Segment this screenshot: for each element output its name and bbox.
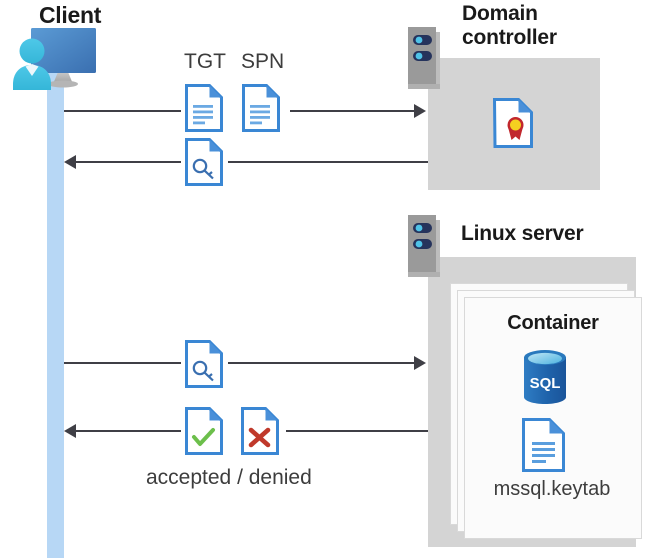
- spn-document-icon: [242, 84, 280, 132]
- flow-1-line-right: [290, 110, 416, 112]
- flow-2-line-right: [228, 161, 428, 163]
- keytab-filename-label: mssql.keytab: [493, 478, 611, 500]
- client-lifeline: [47, 70, 64, 558]
- domain-controller-title-line1: Domain: [462, 2, 538, 25]
- flow-2-arrowhead: [64, 155, 76, 169]
- linux-server-title: Linux server: [461, 222, 584, 245]
- client-computer-user-icon: [8, 26, 104, 90]
- flow-4-line-left: [76, 430, 181, 432]
- tgt-label: TGT: [184, 50, 226, 73]
- flow-3-line-right: [228, 362, 416, 364]
- flow-3-key-document-icon: [185, 340, 223, 388]
- sql-database-label: SQL: [530, 375, 561, 392]
- flow-4-arrowhead: [64, 424, 76, 438]
- container-card-front[interactable]: [464, 297, 642, 539]
- flow-1-line-left: [64, 110, 181, 112]
- tgt-document-icon: [185, 84, 223, 132]
- flow-1-arrowhead: [414, 104, 426, 118]
- container-title: Container: [507, 312, 599, 334]
- flow-2-line-left: [76, 161, 181, 163]
- spn-label: SPN: [241, 50, 285, 73]
- denied-document-icon: [241, 407, 279, 455]
- keytab-document-icon: [522, 418, 566, 472]
- flow-2-key-document-icon: [185, 138, 223, 186]
- flow-3-line-left: [64, 362, 181, 364]
- domain-controller-server-icon: [408, 27, 444, 90]
- domain-controller-title-line2: controller: [462, 26, 557, 49]
- sql-database-icon: SQL: [520, 348, 570, 406]
- accepted-denied-caption: accepted / denied: [146, 466, 312, 489]
- flow-3-arrowhead: [414, 356, 426, 370]
- accepted-document-icon: [185, 407, 223, 455]
- certificate-document-icon: [492, 98, 533, 148]
- flow-4-line-right: [286, 430, 428, 432]
- client-title: Client: [39, 2, 102, 28]
- linux-server-server-icon: [408, 215, 444, 278]
